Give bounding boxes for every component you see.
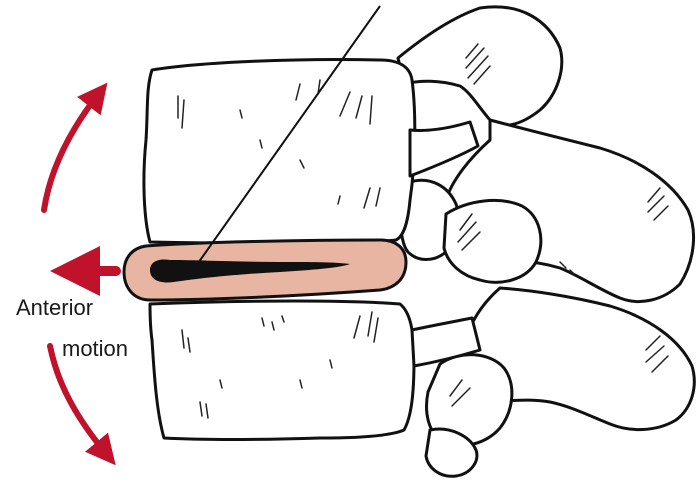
motion-arrows [44, 92, 116, 456]
upper-facet-process [398, 7, 562, 126]
upper-vertebral-body [144, 59, 415, 243]
anterior-motion-label-line2: motion [62, 338, 128, 360]
anterior-motion-label-line1: Anterior [16, 297, 93, 319]
posterior-elements [398, 7, 694, 476]
lower-vertebral-body [150, 301, 414, 440]
flexion-arrow-up [44, 92, 100, 210]
flexion-arrow-down [50, 346, 108, 456]
